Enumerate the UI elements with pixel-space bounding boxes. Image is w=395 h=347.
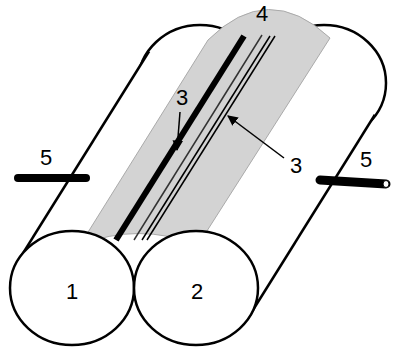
strip	[147, 36, 275, 240]
callout-number: 4	[256, 3, 268, 25]
rod	[18, 174, 86, 182]
cylinder-outline	[247, 115, 375, 320]
callout-number: 5	[40, 147, 52, 169]
rod	[320, 180, 386, 184]
leader-arrow	[228, 116, 284, 158]
cylinder-front-end	[134, 231, 258, 345]
rod-end	[383, 181, 389, 188]
band	[80, 9, 330, 245]
strip	[142, 36, 270, 240]
leader-arrow	[177, 112, 180, 150]
cylinder-front-end	[10, 231, 134, 345]
callout-number: 3	[290, 155, 302, 177]
callout-number: 3	[176, 87, 188, 109]
callout-number: 5	[360, 149, 372, 171]
strip	[116, 36, 244, 240]
seam-line	[134, 35, 262, 240]
callout-number: 2	[191, 281, 203, 303]
callout-number: 1	[66, 281, 78, 303]
